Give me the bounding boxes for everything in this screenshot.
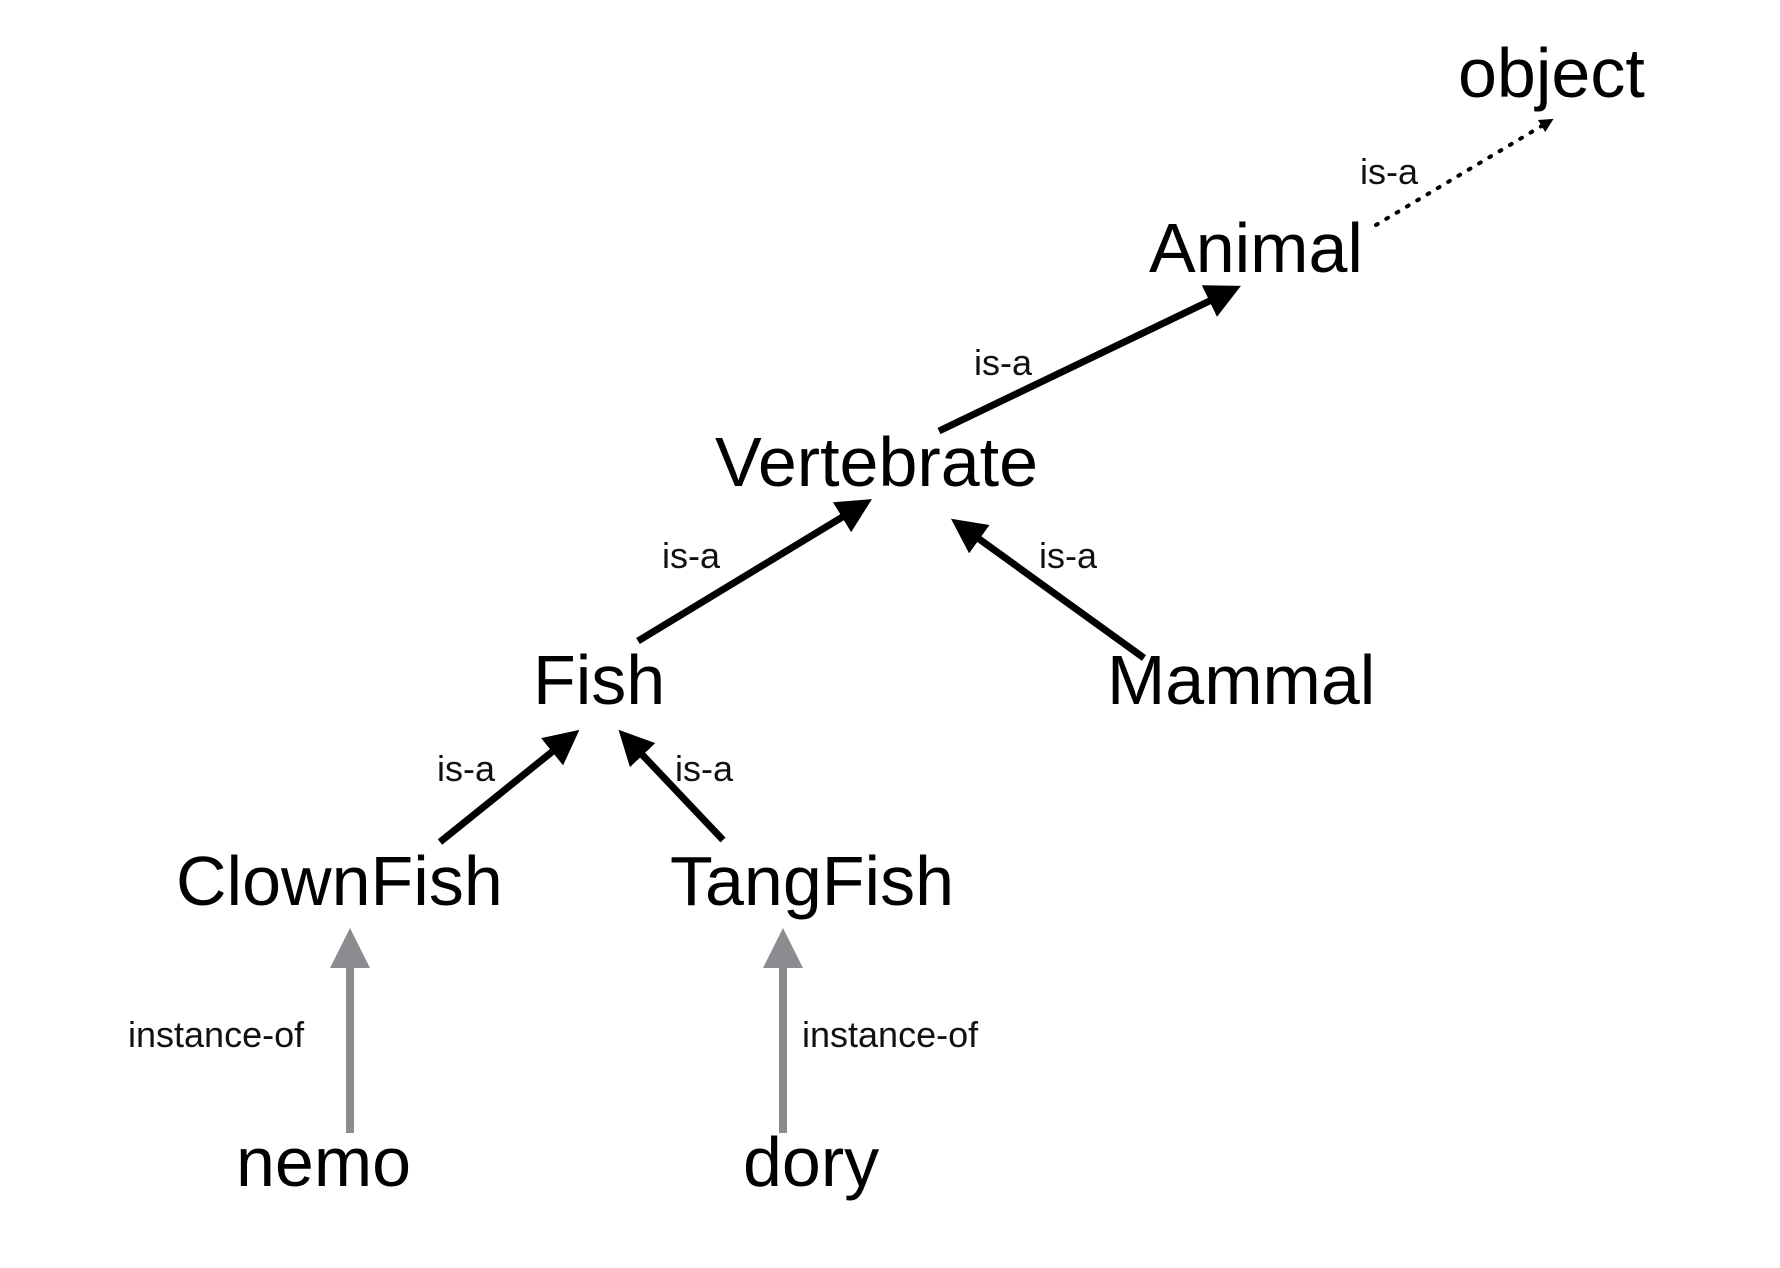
edge-label-animal-object: is-a	[1360, 151, 1419, 192]
edge-animal-object	[1374, 118, 1554, 227]
edge-label-clownfish-fish: is-a	[437, 748, 496, 789]
edge-label-dory-tangfish: instance-of	[802, 1014, 979, 1055]
node-tangfish: TangFish	[670, 842, 954, 920]
edge-mammal-vertebrate	[950, 518, 1147, 661]
node-object: object	[1458, 34, 1645, 112]
node-mammal: Mammal	[1107, 641, 1375, 719]
edge-fish-vertebrate	[636, 499, 872, 644]
node-fish: Fish	[533, 641, 665, 719]
edge-tangfish-fish	[618, 729, 726, 843]
edge-clownfish-fish	[437, 729, 580, 845]
edge-label-fish-vertebrate: is-a	[662, 535, 721, 576]
node-dory: dory	[743, 1123, 879, 1201]
node-clownfish: ClownFish	[176, 842, 503, 920]
edge-label-vertebrate-animal: is-a	[974, 342, 1033, 383]
edge-label-mammal-vertebrate: is-a	[1039, 535, 1098, 576]
node-nemo: nemo	[236, 1123, 411, 1201]
edge-label-nemo-clownfish: instance-of	[128, 1014, 305, 1055]
edge-vertebrate-animal	[937, 285, 1241, 435]
edge-label-tangfish-fish: is-a	[675, 748, 734, 789]
node-vertebrate: Vertebrate	[715, 423, 1038, 501]
node-animal: Animal	[1149, 209, 1363, 287]
